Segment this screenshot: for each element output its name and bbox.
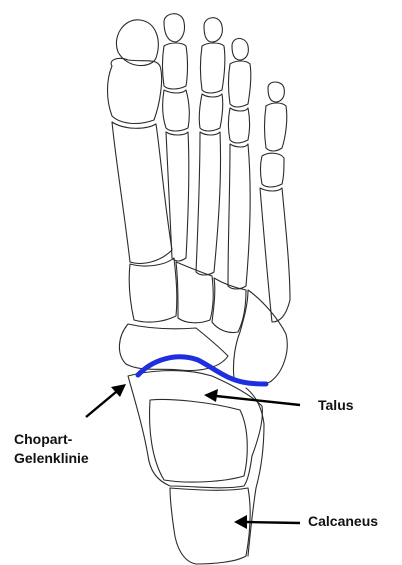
talus-label: Talus bbox=[318, 396, 354, 415]
chopart-joint-line bbox=[138, 357, 266, 384]
talus-bone bbox=[128, 371, 262, 488]
fourth-toe bbox=[228, 39, 251, 290]
calcaneus-bone bbox=[170, 388, 264, 564]
second-toe bbox=[163, 14, 190, 261]
talus-arrow bbox=[204, 389, 300, 405]
fifth-toe bbox=[260, 82, 290, 322]
chopart-label-line2: Gelenklinie bbox=[14, 449, 89, 468]
chopart-arrow bbox=[86, 384, 126, 417]
calcaneus-label: Calcaneus bbox=[308, 512, 378, 531]
third-toe bbox=[196, 18, 225, 275]
chopart-label-line1: Chopart- bbox=[14, 430, 72, 449]
calcaneus-arrow bbox=[234, 515, 300, 529]
